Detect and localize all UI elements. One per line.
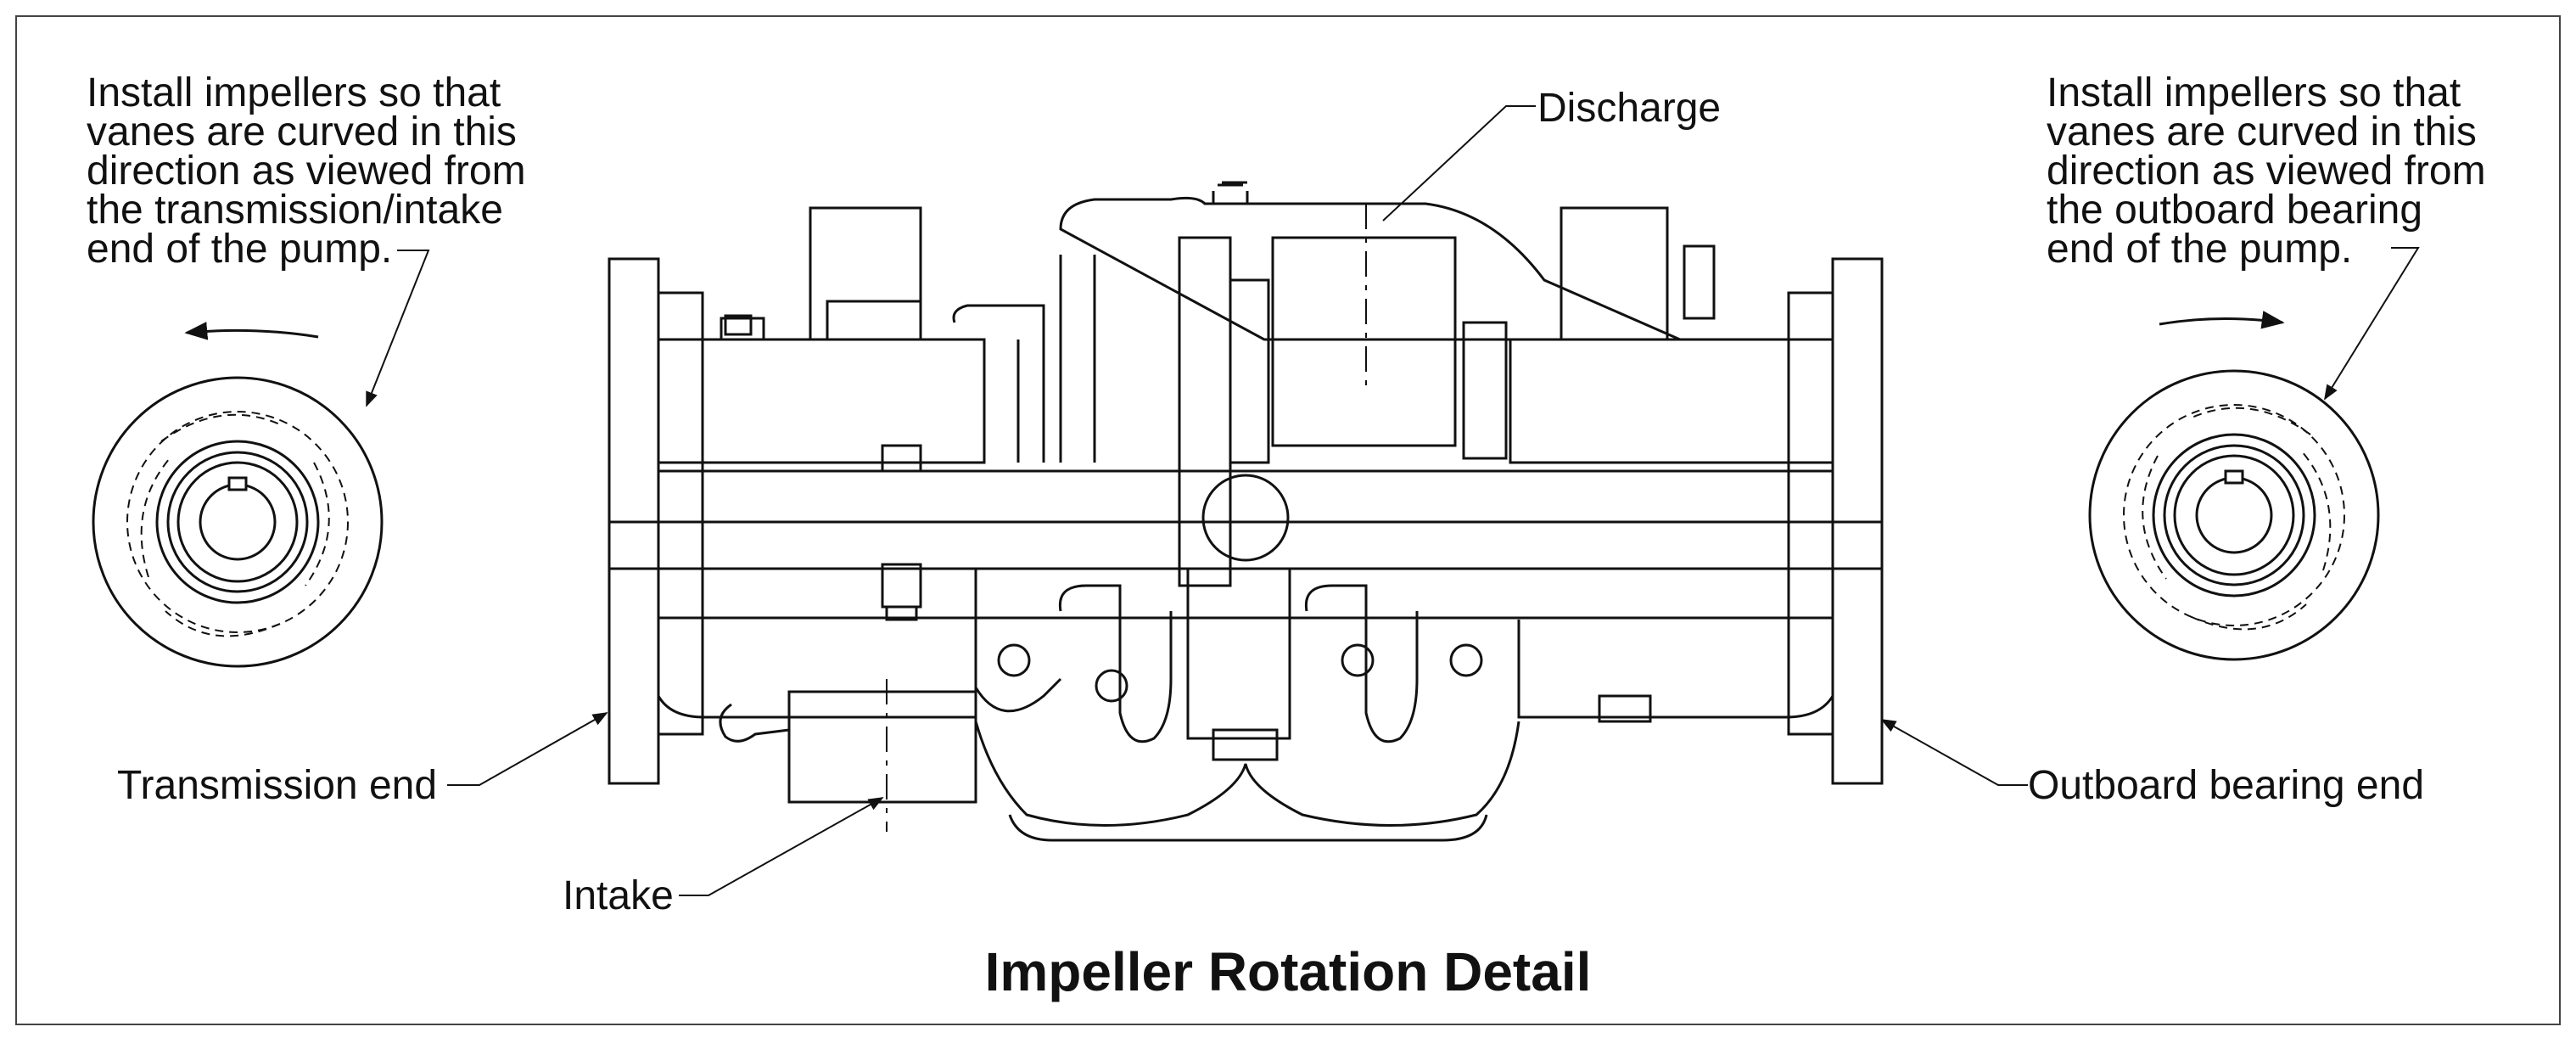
transmission-end-label: Transmission end: [117, 763, 438, 808]
outboard-bearing-end-label: Outboard bearing end: [2028, 763, 2425, 808]
left-rotation-arrow: [184, 322, 319, 340]
drawing-border: [15, 15, 2561, 1025]
left-install-note: Install impellers so that vanes are curv…: [87, 70, 526, 272]
right-install-note: Install impellers so that vanes are curv…: [2047, 70, 2486, 272]
leader-lines: [366, 105, 2420, 896]
right-rotation-arrow: [2159, 311, 2285, 329]
pump-body: [608, 181, 1884, 842]
right-impeller-view: [2088, 369, 2380, 661]
diagram-title: Impeller Rotation Detail: [984, 941, 1592, 1002]
discharge-label: Discharge: [1537, 86, 1722, 131]
left-impeller-view: [92, 376, 384, 668]
intake-label: Intake: [563, 873, 674, 918]
